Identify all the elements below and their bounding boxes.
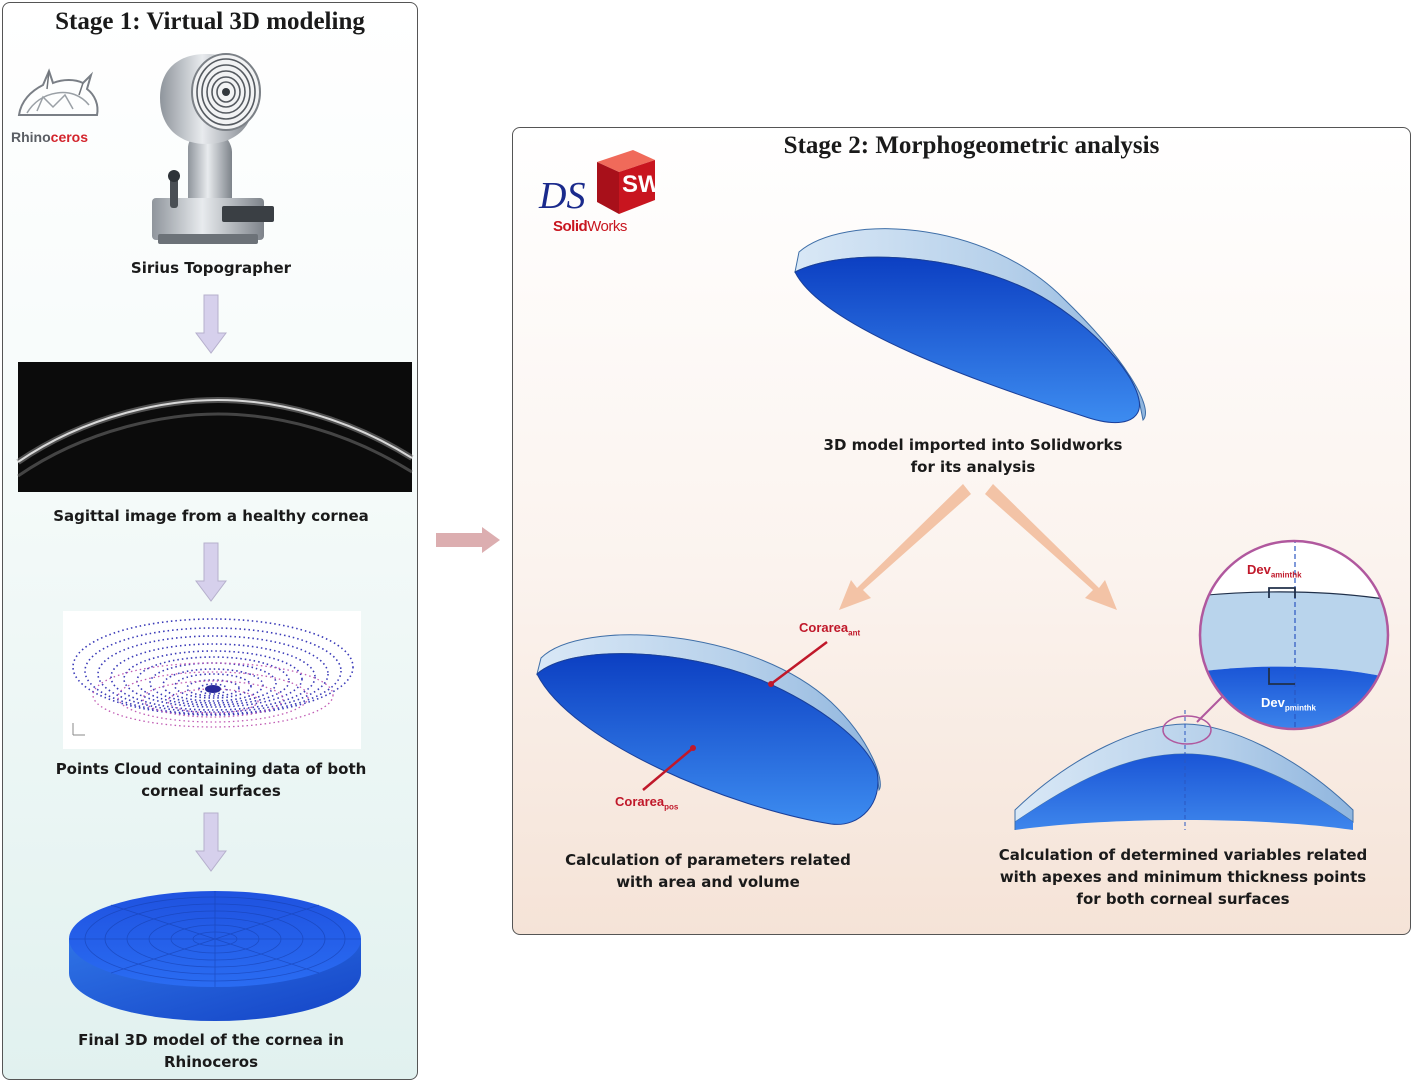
logo-text-rhino: Rhino	[11, 129, 51, 145]
ds-mark-icon: DS	[538, 175, 585, 217]
stage1-panel: Stage 1: Virtual 3D modeling Rhinoceros …	[2, 2, 418, 1080]
final-cornea-model-image	[69, 891, 361, 1021]
stage2-title: Stage 2: Morphogeometric analysis	[783, 132, 1160, 159]
apex-caption: Calculation of determined variables rela…	[998, 846, 1368, 908]
model-caption: Final 3D model of the cornea in Rhinocer…	[78, 1031, 344, 1071]
logo-text-ceros: ceros	[50, 129, 89, 145]
arrow-left-down-icon	[839, 484, 971, 610]
solidworks-logo: SW DS SolidWorks	[537, 146, 663, 238]
ds-mark-text: DS	[538, 175, 585, 217]
sagittal-cornea-image	[16, 362, 414, 492]
apex-cornea-model	[1014, 710, 1354, 830]
sagittal-caption: Sagittal image from a healthy cornea	[53, 507, 369, 525]
imported-cornea-model	[794, 228, 1146, 423]
area-volume-cornea-model	[536, 634, 881, 825]
corarea-pos-label: Corareapos	[615, 794, 679, 812]
right-arrow-icon	[436, 527, 500, 553]
dev-aminthk-label: Devaminthk	[1247, 562, 1302, 580]
rhino-icon	[17, 68, 99, 116]
area-caption: Calculation of parameters related with a…	[565, 851, 851, 891]
down-arrow-icon	[195, 542, 227, 602]
zoom-detail-circle	[1198, 539, 1390, 731]
topographer-device-image	[152, 53, 274, 244]
sw-cube-icon: SW	[597, 150, 661, 214]
arrow-right-down-icon	[985, 484, 1117, 610]
cloud-caption: Points Cloud containing data of both cor…	[55, 760, 367, 800]
sw-badge-text: SW	[622, 171, 661, 198]
stage2-panel: Stage 2: Morphogeometric analysis SW DS …	[512, 127, 1411, 935]
dev-pminthk-label: Devpminthk	[1261, 695, 1316, 713]
imported-caption: 3D model imported into Solidworks for it…	[823, 436, 1123, 476]
stage1-title: Stage 1: Virtual 3D modeling	[55, 8, 365, 35]
down-arrow-icon	[195, 812, 227, 872]
rhinoceros-logo: Rhinoceros	[9, 65, 104, 150]
logo-text-solid: Solid	[553, 218, 588, 235]
point-cloud-image	[63, 611, 361, 749]
down-arrow-icon	[195, 294, 227, 354]
corarea-ant-label: Corareaant	[799, 620, 861, 638]
device-caption: Sirius Topographer	[130, 259, 292, 277]
logo-text-works: Works	[587, 218, 627, 235]
split-arrows	[839, 484, 1117, 610]
